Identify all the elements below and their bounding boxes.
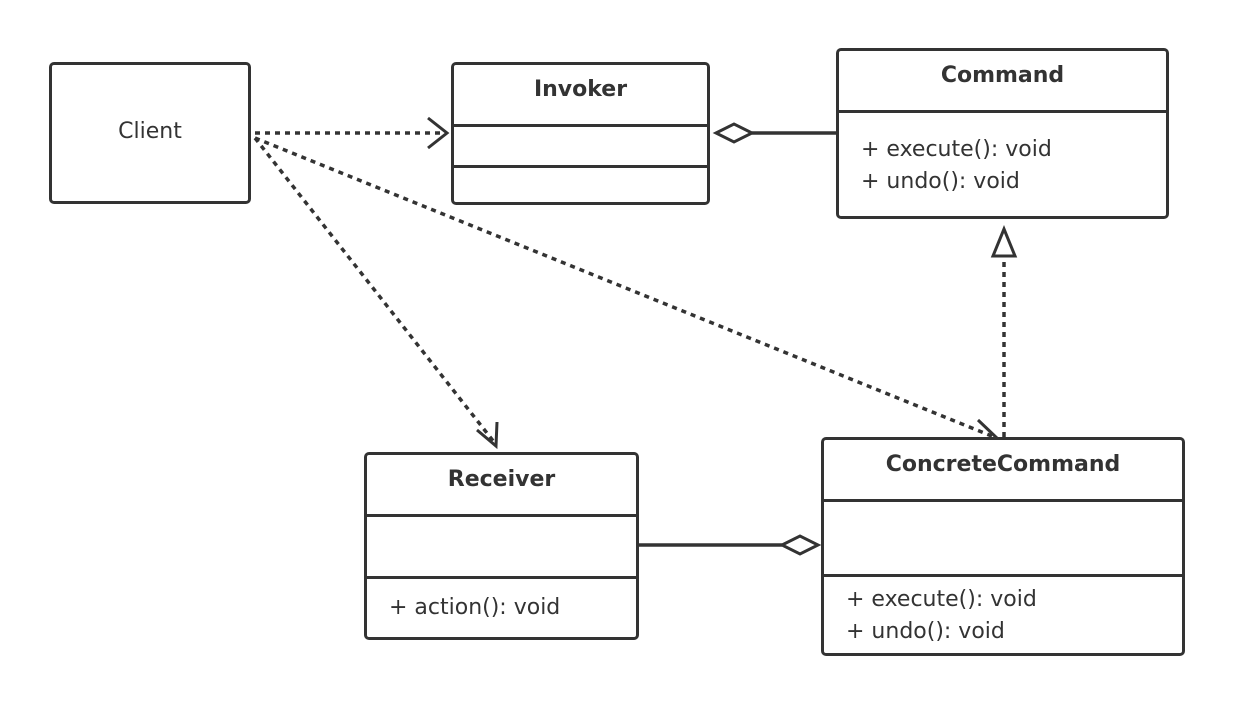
command-class[interactable]: Command + execute(): void + undo(): void [836,48,1169,219]
concrete-command-method-undo: + undo(): void [846,619,1005,644]
concrete-command-class[interactable]: ConcreteCommand + execute(): void + undo… [821,437,1185,656]
aggregation-diamond-concrete-command [778,534,822,556]
receiver-class-name: Receiver [447,467,556,492]
command-class-name: Command [940,63,1065,88]
receiver-attributes-divider [367,514,636,517]
command-divider [839,110,1166,113]
invoker-attributes-divider [454,124,707,127]
concrete-command-method-execute: + execute(): void [846,587,1037,612]
concrete-command-class-name: ConcreteCommand [885,452,1121,477]
concrete-command-attributes-divider [824,499,1182,502]
command-method-execute: + execute(): void [861,137,1052,162]
client-class[interactable]: Client [49,62,251,204]
concrete-command-methods-divider [824,574,1182,577]
aggregation-diamond-invoker [712,122,756,144]
open-arrow-head-receiver [476,421,499,450]
receiver-class[interactable]: Receiver + action(): void [364,452,639,640]
open-arrow-head-invoker [427,116,450,150]
client-class-name: Client [118,119,182,144]
realization-triangle-head [990,225,1018,258]
invoker-class[interactable]: Invoker [451,62,710,205]
receiver-method-action: + action(): void [389,595,561,620]
receiver-methods-divider [367,576,636,579]
command-method-undo: + undo(): void [861,169,1020,194]
invoker-class-name: Invoker [533,77,628,102]
invoker-methods-divider [454,165,707,168]
